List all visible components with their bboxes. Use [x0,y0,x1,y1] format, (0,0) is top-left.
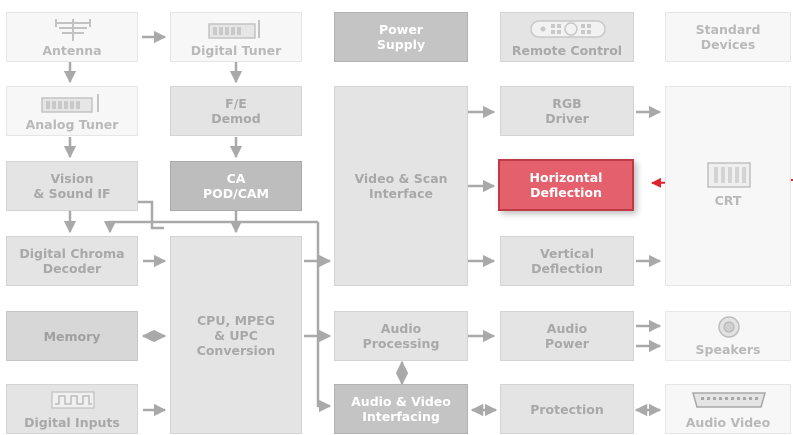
vision-sound-label-line2: & Sound IF [33,186,111,201]
chroma-label-line2: Decoder [42,261,102,276]
audio-power-label-line1: Audio [546,321,588,336]
antenna-label: Antenna [42,43,102,58]
ca-label-line2: POD/CAM [202,186,269,201]
memory-label: Memory [43,328,101,344]
video-scan-interface-block[interactable]: Video & Scan Interface [334,86,468,286]
chroma-label-line1: Digital Chroma [19,246,125,261]
vision-sound-label-line1: Vision [50,171,94,186]
fe-demod-block[interactable]: F/E Demod [170,86,302,136]
rgb-driver-block[interactable]: RGB Driver [500,86,634,136]
antenna-block[interactable]: Antenna [6,12,138,62]
digital-inputs-icon [51,391,95,409]
crt-block[interactable]: CRT [665,86,791,286]
remote-control-icon [530,20,606,38]
cpu-label-line2: & UPC [214,327,258,343]
cpu-mpeg-upc-block[interactable]: CPU, MPEG & UPC Conversion [170,236,302,434]
analog-tuner-icon [41,94,99,113]
rgb-driver-label-line2: Driver [545,111,589,126]
standard-devices-label-line2: Devices [700,37,756,52]
digital-chroma-decoder-block[interactable]: Digital Chroma Decoder [6,236,138,286]
remote-control-block[interactable]: Remote Control [500,12,634,62]
fe-demod-label-line2: Demod [211,111,261,126]
power-supply-label-line2: Supply [376,37,426,52]
fe-demod-label-line1: F/E [225,96,247,111]
standard-devices-label-line1: Standard [695,22,761,37]
digital-tuner-icon [208,20,260,39]
av-interfacing-label-line1: Audio & Video [351,394,451,409]
digital-tuner-label: Digital Tuner [190,43,282,58]
audio-power-label-line2: Power [545,336,589,351]
horizontal-deflection-block[interactable]: Horizontal Deflection [498,159,634,211]
arrow-vision-to-cpu [133,200,164,230]
cpu-label-line3: Conversion [196,342,276,358]
digital-inputs-label: Digital Inputs [24,415,120,430]
power-supply-block[interactable]: Power Supply [334,12,468,62]
rgb-driver-label-line1: RGB [552,96,582,111]
digital-inputs-block[interactable]: Digital Inputs [6,384,138,434]
vertical-deflection-label-line1: Vertical [539,246,595,261]
loop-line-to-chroma [103,220,318,234]
analog-tuner-block[interactable]: Analog Tuner [6,86,138,136]
standard-devices-block[interactable]: Standard Devices [665,12,791,62]
memory-block[interactable]: Memory [6,311,138,361]
av-interfacing-label-line2: Interfacing [362,409,440,424]
av-connector-icon [692,392,766,408]
ca-label-line1: CA [226,171,246,186]
audio-processing-block[interactable]: Audio Processing [334,311,468,361]
antenna-icon [55,19,91,41]
video-scan-label-line1: Video & Scan [354,171,448,186]
ca-pod-cam-block[interactable]: CA POD/CAM [170,161,302,211]
audio-processing-label-line1: Audio [380,321,422,336]
power-supply-label-line1: Power [379,22,423,37]
audio-video-block[interactable]: Audio Video [665,384,791,434]
audio-power-block[interactable]: Audio Power [500,311,634,361]
crt-label: CRT [714,193,742,208]
speakers-block[interactable]: Speakers [665,311,791,361]
speakers-label: Speakers [695,342,761,357]
loop-line-to-av [316,222,332,413]
horizontal-deflection-label-line1: Horizontal [529,170,603,185]
audio-processing-label-line2: Processing [362,336,440,351]
speaker-icon [718,316,740,338]
crt-icon [707,162,751,188]
protection-label: Protection [530,401,604,417]
vertical-deflection-block[interactable]: Vertical Deflection [500,236,634,286]
video-scan-label-line2: Interface [369,186,433,201]
cpu-label-line1: CPU, MPEG [197,312,275,328]
remote-control-label: Remote Control [511,43,623,58]
horizontal-deflection-label-line2: Deflection [530,185,602,200]
vertical-deflection-label-line2: Deflection [531,261,603,276]
vision-sound-if-block[interactable]: Vision & Sound IF [6,161,138,211]
analog-tuner-label: Analog Tuner [25,117,119,132]
audio-video-label: Audio Video [685,415,771,430]
protection-block[interactable]: Protection [500,384,634,434]
digital-tuner-block[interactable]: Digital Tuner [170,12,302,62]
audio-video-interfacing-block[interactable]: Audio & Video Interfacing [334,384,468,434]
